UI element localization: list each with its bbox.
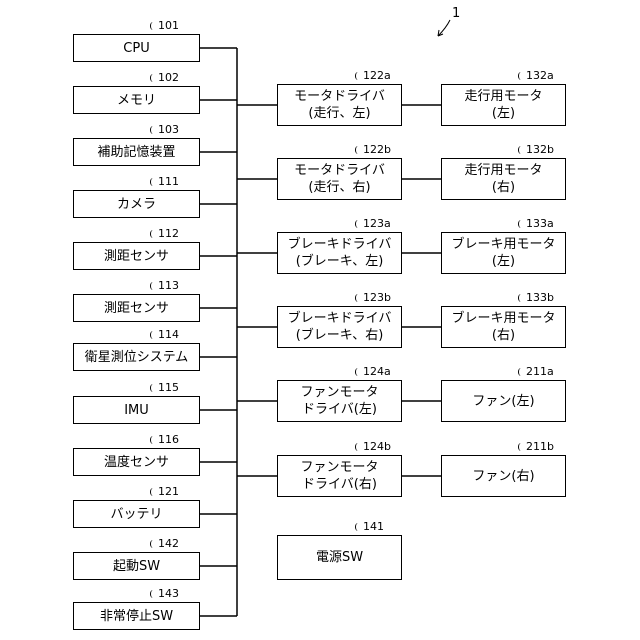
block-ref-143: 非常停止SW xyxy=(73,602,200,630)
block-label-line: 非常停止SW xyxy=(100,608,173,625)
block-ref-115: IMU xyxy=(73,396,200,424)
block-label-line: 衛星測位システム xyxy=(85,349,189,366)
block-ref-112: 測距センサ xyxy=(73,242,200,270)
reference-numeral: 123a xyxy=(355,217,391,230)
block-ref-133a: ブレーキ用モータ(左) xyxy=(441,232,566,274)
block-label-line: 起動SW xyxy=(113,558,160,575)
reference-numeral: 143 xyxy=(150,587,179,600)
block-label-line: モータドライバ xyxy=(294,162,385,179)
block-label-line: ドライバ(左) xyxy=(302,401,377,418)
reference-numeral: 111 xyxy=(150,175,179,188)
reference-numeral: 211b xyxy=(518,440,554,453)
block-ref-132a: 走行用モータ(左) xyxy=(441,84,566,126)
reference-numeral: 115 xyxy=(150,381,179,394)
block-label-line: カメラ xyxy=(117,196,156,213)
block-label-line: 温度センサ xyxy=(104,454,169,471)
block-label-line: 電源SW xyxy=(316,549,363,566)
block-label-line: 走行用モータ xyxy=(464,162,542,179)
block-label-line: ファンモータ xyxy=(300,459,378,476)
block-label-line: ブレーキ用モータ xyxy=(451,310,555,327)
reference-numeral: 132a xyxy=(518,69,554,82)
block-label-line: ブレーキドライバ xyxy=(288,236,392,253)
reference-numeral: 133b xyxy=(518,291,554,304)
reference-numeral: 141 xyxy=(355,520,384,533)
block-ref-101: CPU xyxy=(73,34,200,62)
block-ref-123b: ブレーキドライバ(ブレーキ、右) xyxy=(277,306,402,348)
block-label-line: 補助記憶装置 xyxy=(97,144,175,161)
reference-numeral: 124a xyxy=(355,365,391,378)
block-label-line: ドライバ(右) xyxy=(302,476,377,493)
block-label-line: バッテリ xyxy=(110,506,162,523)
block-label-line: (右) xyxy=(492,179,515,196)
reference-numeral: 101 xyxy=(150,19,179,32)
block-label-line: (走行、左) xyxy=(308,105,370,122)
reference-numeral: 114 xyxy=(150,328,179,341)
block-ref-113: 測距センサ xyxy=(73,294,200,322)
block-ref-133b: ブレーキ用モータ(右) xyxy=(441,306,566,348)
block-label-line: ファンモータ xyxy=(300,384,378,401)
reference-numeral: 211a xyxy=(518,365,554,378)
block-label-line: メモリ xyxy=(117,92,156,109)
block-label-line: 測距センサ xyxy=(104,248,169,265)
block-ref-123a: ブレーキドライバ(ブレーキ、左) xyxy=(277,232,402,274)
block-label-line: モータドライバ xyxy=(294,88,385,105)
block-ref-142: 起動SW xyxy=(73,552,200,580)
block-label-line: ブレーキ用モータ xyxy=(451,236,555,253)
block-ref-141: 電源SW xyxy=(277,535,402,580)
reference-numeral: 116 xyxy=(150,433,179,446)
block-label-line: (ブレーキ、左) xyxy=(296,253,384,270)
reference-numeral: 113 xyxy=(150,279,179,292)
figure-arrow-icon xyxy=(430,18,454,42)
block-ref-116: 温度センサ xyxy=(73,448,200,476)
block-ref-211b: ファン(右) xyxy=(441,455,566,497)
block-label-line: CPU xyxy=(123,40,149,57)
reference-numeral: 122b xyxy=(355,143,391,156)
block-label-line: 測距センサ xyxy=(104,300,169,317)
block-label-line: ブレーキドライバ xyxy=(288,310,392,327)
reference-numeral: 102 xyxy=(150,71,179,84)
reference-numeral: 124b xyxy=(355,440,391,453)
block-label-line: ファン(左) xyxy=(472,393,534,410)
block-ref-103: 補助記憶装置 xyxy=(73,138,200,166)
block-ref-122a: モータドライバ(走行、左) xyxy=(277,84,402,126)
block-label-line: ファン(右) xyxy=(472,468,534,485)
block-label-line: (右) xyxy=(492,327,515,344)
block-ref-102: メモリ xyxy=(73,86,200,114)
block-ref-124a: ファンモータドライバ(左) xyxy=(277,380,402,422)
block-ref-114: 衛星測位システム xyxy=(73,343,200,371)
reference-numeral: 123b xyxy=(355,291,391,304)
block-label-line: IMU xyxy=(124,402,149,419)
reference-numeral: 121 xyxy=(150,485,179,498)
block-ref-211a: ファン(左) xyxy=(441,380,566,422)
block-ref-132b: 走行用モータ(右) xyxy=(441,158,566,200)
block-label-line: (左) xyxy=(492,105,515,122)
reference-numeral: 132b xyxy=(518,143,554,156)
reference-numeral: 122a xyxy=(355,69,391,82)
block-ref-121: バッテリ xyxy=(73,500,200,528)
block-ref-124b: ファンモータドライバ(右) xyxy=(277,455,402,497)
block-label-line: (左) xyxy=(492,253,515,270)
reference-numeral: 142 xyxy=(150,537,179,550)
block-label-line: (走行、右) xyxy=(308,179,370,196)
reference-numeral: 103 xyxy=(150,123,179,136)
reference-numeral: 133a xyxy=(518,217,554,230)
block-label-line: 走行用モータ xyxy=(464,88,542,105)
block-ref-111: カメラ xyxy=(73,190,200,218)
reference-numeral: 112 xyxy=(150,227,179,240)
block-ref-122b: モータドライバ(走行、右) xyxy=(277,158,402,200)
block-label-line: (ブレーキ、右) xyxy=(296,327,384,344)
